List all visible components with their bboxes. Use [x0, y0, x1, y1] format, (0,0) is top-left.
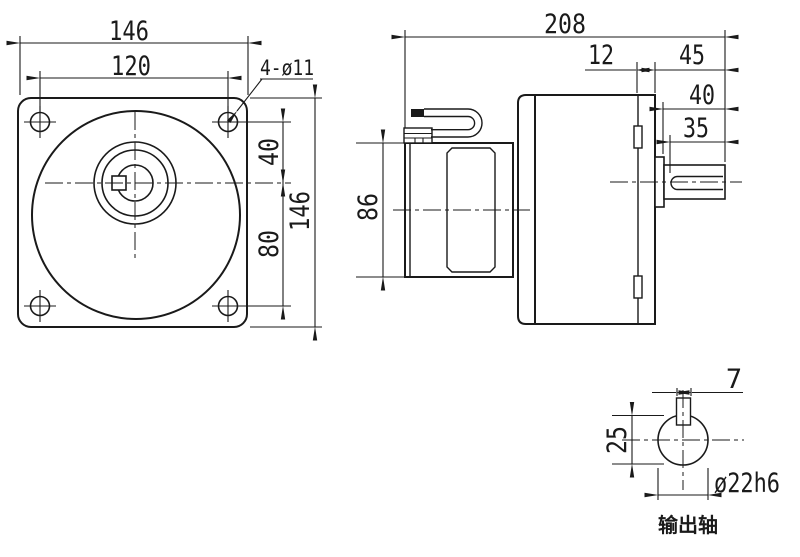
dim-shaft-protrusion: 45 [641, 40, 739, 73]
extension-lines [612, 414, 664, 465]
plate-slot-bottom [633, 275, 643, 299]
stator-section [446, 147, 496, 273]
dim-overall-height: 146 [250, 84, 322, 341]
leader-arrow [226, 78, 263, 123]
mounting-hole-bottom-right [212, 290, 244, 322]
dim-label-80: 80 [254, 230, 285, 258]
mounting-hole-bottom-left [24, 290, 56, 322]
dim-label-25: 25 [602, 426, 633, 454]
dim-shaft-length: 40 [649, 80, 739, 154]
output-shaft-caption: 输出轴 [658, 513, 718, 537]
dim-label-diameter: ø22h6 [714, 468, 780, 499]
extension-lines [676, 388, 692, 396]
dim-shaft-diameter: ø22h6 [644, 468, 780, 500]
bolt-holes-label: 4-ø11 [260, 56, 314, 80]
dim-label-40: 40 [689, 80, 715, 111]
motor-body-circle [31, 110, 241, 320]
front-view: 146 120 4-ø11 40 80 146 [6, 16, 322, 341]
hole-crosshair [24, 290, 56, 322]
wire-connector [411, 109, 424, 117]
terminal-block [403, 127, 433, 144]
shaft-section-view: 7 25 ø22h6 输出轴 [602, 364, 780, 537]
lead-wires [411, 108, 483, 138]
dim-label-12: 12 [588, 40, 614, 71]
hole-crosshair [212, 290, 244, 322]
dim-section-height: 25 [602, 402, 664, 478]
dim-overall-width: 146 [6, 16, 262, 95]
gearbox-body [517, 94, 656, 325]
extension-lines [19, 36, 249, 95]
dim-flange-thickness: 12 [585, 40, 656, 93]
dim-keyway-length: 35 [656, 113, 739, 173]
dim-label-7: 7 [726, 364, 742, 395]
wire-loop [424, 108, 483, 138]
dim-label-208: 208 [544, 9, 586, 40]
dim-label-86: 86 [353, 193, 384, 221]
plate-slot-top [633, 125, 643, 149]
side-view: 208 12 45 40 35 86 [353, 9, 742, 325]
dim-label-height: 146 [285, 191, 316, 231]
dim-center-to-top-holes: 40 [242, 108, 291, 197]
dim-center-to-bottom-holes: 80 [242, 169, 291, 320]
dim-bolt-spacing: 120 [26, 51, 242, 112]
extension-lines [356, 142, 405, 278]
dim-keyway-width: 7 [652, 364, 743, 396]
dim-rear-body-height: 86 [353, 129, 405, 291]
dim-overall-length: 208 [391, 9, 739, 162]
flange-outline [17, 97, 248, 328]
callout-bolt-holes: 4-ø11 [226, 56, 314, 123]
dim-label-35: 35 [683, 113, 709, 144]
terminal-details [404, 132, 432, 143]
dim-label-bolt-spacing: 120 [111, 51, 151, 82]
dim-label-45: 45 [679, 40, 705, 71]
shaft-keyway-slot [670, 175, 723, 191]
extension-lines [250, 97, 322, 328]
extension-lines [636, 62, 656, 93]
dim-label-width: 146 [109, 16, 149, 47]
dim-label-40: 40 [254, 138, 285, 166]
terminal-box [403, 127, 433, 144]
